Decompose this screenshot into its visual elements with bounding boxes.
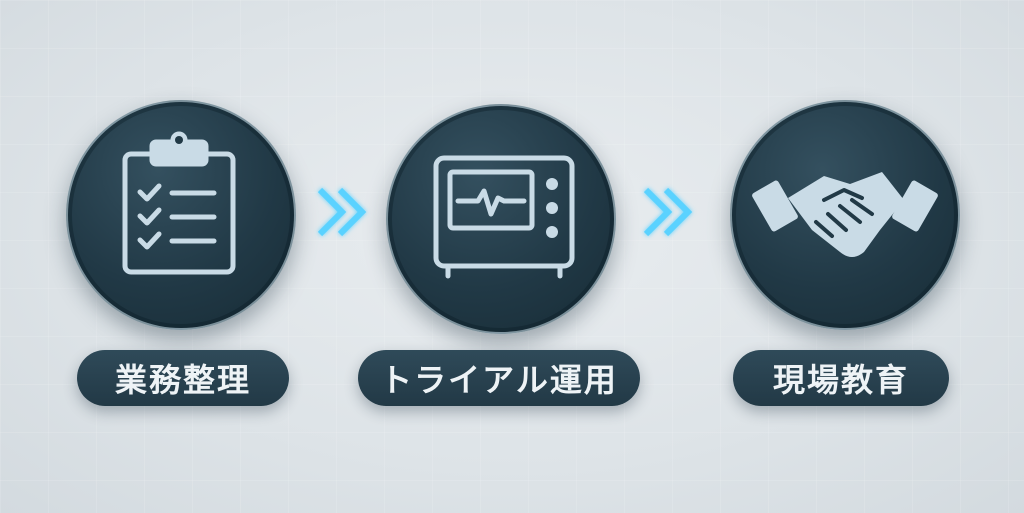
monitor-device-icon [433, 155, 575, 279]
chevron-arrow-connector-2 [616, 187, 693, 237]
step-1-label: 業務整理 [77, 350, 289, 406]
step-3-circle [730, 100, 960, 330]
step-2-circle [386, 104, 616, 334]
handshake-icon [752, 172, 938, 257]
chevron-arrow-connector-1 [290, 187, 367, 237]
step-2-label: トライアル運用 [358, 350, 640, 406]
step-3-label: 現場教育 [733, 350, 949, 406]
step-1-circle [66, 100, 296, 330]
clipboard-checklist-icon [122, 131, 236, 275]
